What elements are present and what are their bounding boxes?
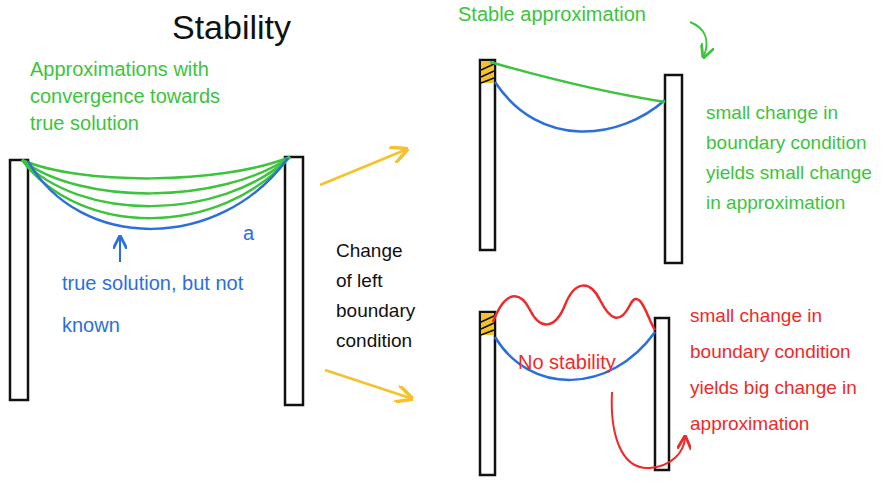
pillar [480,60,495,250]
approximation-curve [22,157,290,218]
pillar [655,318,669,470]
transition-arrow [325,370,410,398]
changed-boundary [481,313,494,335]
pillar [285,157,303,405]
annotation: small change in boundary condition yield… [690,298,880,442]
annotation: small change in boundary condition yield… [706,98,881,218]
stable-approximation-curve [490,62,665,102]
true-solution-curve [495,82,665,132]
curve-mark: a [243,222,263,244]
title: Stability [172,8,291,47]
pillar [665,75,682,263]
pointer-arrow [612,392,685,468]
pillar [480,312,495,475]
true-solution-curve [28,158,288,229]
pointer-arrow [690,22,706,56]
pillar [10,160,28,400]
unstable-approximation-curve [493,286,655,330]
approximation-curve [22,157,290,178]
changed-boundary [481,61,494,83]
transition-label: Change of left boundary condition [336,236,420,356]
annotation: true solution, but not known [62,262,257,346]
transition-arrow [320,150,405,185]
scene-heading: Stable approximation [458,2,698,26]
hatch [481,64,494,83]
pointer-arrow [119,238,121,262]
hatch [481,316,494,335]
annotation: Approximations with convergence towards … [30,56,245,137]
scene-heading: No stability [518,350,658,374]
